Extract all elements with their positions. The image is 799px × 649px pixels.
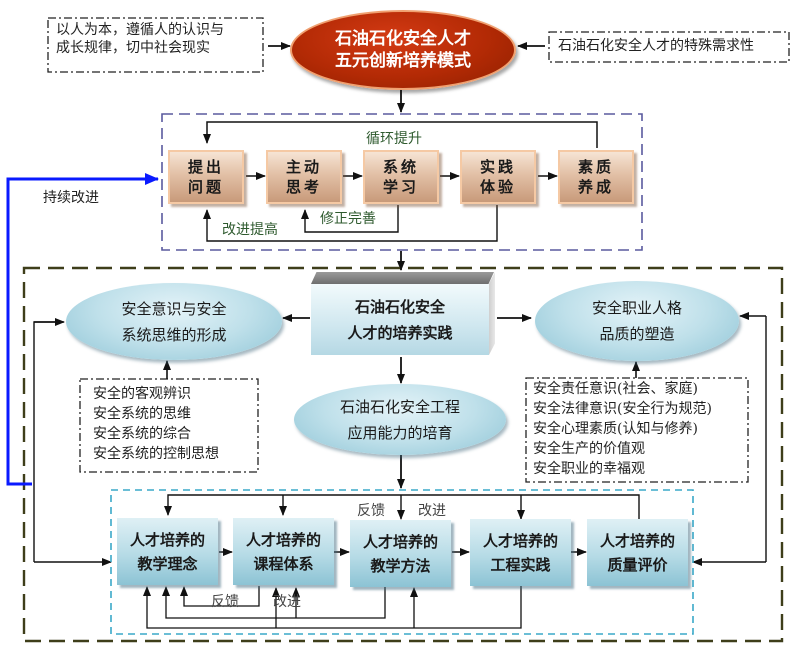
model-title: 石油石化安全人才 五元创新培养模式 bbox=[335, 29, 471, 71]
list-item: 安全系统的综合 bbox=[93, 426, 191, 442]
step-active-thinking: 主动 思考 bbox=[266, 150, 342, 204]
step-raise-question: 提出 问题 bbox=[168, 150, 244, 204]
step-label: 主动 思考 bbox=[285, 158, 322, 196]
right-demand-note: 石油石化安全人才的特殊需求性 bbox=[558, 37, 788, 59]
step-label: 素质 养成 bbox=[577, 158, 614, 196]
step-systematic-learning: 系统 学习 bbox=[363, 150, 439, 204]
step-label: 系统 学习 bbox=[382, 158, 419, 196]
right-demand-text: 石油石化安全人才的特殊需求性 bbox=[558, 38, 754, 54]
left-list: 安全的客观辨识 安全系统的思维 安全系统的综合 安全系统的控制思想 bbox=[93, 384, 219, 464]
left-premise-text: 以人为本，遵循人的认识与 成长规律，切中社会现实 bbox=[56, 22, 224, 56]
practice-center-text: 石油石化安全 人才的培养实践 bbox=[347, 297, 453, 342]
teaching-method-box: 人才培养的 教学方法 bbox=[350, 520, 451, 587]
step-label: 实践 体验 bbox=[479, 158, 516, 196]
box-side-face bbox=[489, 272, 495, 355]
training-philosophy-box: 人才培养的 教学理念 bbox=[117, 518, 218, 585]
list-item: 安全生产的价值观 bbox=[533, 441, 645, 457]
bottom-improve-label: 改进 bbox=[273, 594, 301, 610]
left-premise-note: 以人为本，遵循人的认识与 成长规律，切中社会现实 bbox=[56, 21, 261, 71]
step-quality-cultivation: 素质 养成 bbox=[558, 150, 634, 204]
box-label: 人才培养的 课程体系 bbox=[245, 530, 321, 573]
engineering-ability-ellipse: 石油石化安全工程 应用能力的培育 bbox=[294, 384, 506, 455]
list-item: 安全系统的思维 bbox=[93, 406, 191, 422]
box-front-face: 石油石化安全 人才的培养实践 bbox=[311, 284, 489, 355]
step-practice-experience: 实践 体验 bbox=[460, 150, 536, 204]
list-item: 安全法律意识(安全行为规范) bbox=[533, 401, 712, 417]
loop-label: 循环提升 bbox=[366, 131, 422, 147]
engineering-ability-text: 石油石化安全工程 应用能力的培育 bbox=[339, 397, 460, 442]
refine-label: 修正完善 bbox=[320, 211, 376, 227]
box-label: 人才培养的 教学理念 bbox=[129, 530, 205, 573]
box-label: 人才培养的 工程实践 bbox=[482, 531, 558, 574]
bottom-feedback-label: 反馈 bbox=[211, 594, 239, 610]
continuous-improvement-label: 持续改进 bbox=[43, 190, 99, 206]
improve-label: 改进提高 bbox=[222, 222, 278, 238]
safety-awareness-text: 安全意识与安全 系统思维的形成 bbox=[121, 299, 227, 344]
step-label: 提出 问题 bbox=[187, 158, 224, 196]
list-item: 安全职业的幸福观 bbox=[533, 461, 645, 477]
list-item: 安全的客观辨识 bbox=[93, 386, 191, 402]
box-top-face bbox=[311, 272, 494, 284]
curriculum-system-box: 人才培养的 课程体系 bbox=[233, 518, 334, 585]
right-list: 安全责任意识(社会、家庭) 安全法律意识(安全行为规范) 安全心理素质(认知与修… bbox=[533, 379, 712, 479]
model-title-ellipse: 石油石化安全人才 五元创新培养模式 bbox=[290, 10, 516, 90]
list-item: 安全心理素质(认知与修养) bbox=[533, 421, 698, 437]
practice-center-box: 石油石化安全 人才的培养实践 bbox=[311, 272, 495, 355]
professional-personality-text: 安全职业人格 品质的塑造 bbox=[591, 299, 682, 343]
engineering-practice-box: 人才培养的 工程实践 bbox=[470, 519, 571, 586]
quality-evaluation-box: 人才培养的 质量评价 bbox=[587, 519, 688, 586]
safety-awareness-ellipse: 安全意识与安全 系统思维的形成 bbox=[66, 283, 282, 360]
box-label: 人才培养的 教学方法 bbox=[362, 532, 438, 575]
professional-personality-ellipse: 安全职业人格 品质的塑造 bbox=[535, 281, 739, 361]
list-item: 安全责任意识(社会、家庭) bbox=[533, 381, 698, 397]
top-feedback-label: 反馈 bbox=[357, 503, 385, 519]
list-item: 安全系统的控制思想 bbox=[93, 446, 219, 462]
top-improve-label: 改进 bbox=[418, 503, 446, 519]
box-label: 人才培养的 质量评价 bbox=[599, 531, 675, 574]
